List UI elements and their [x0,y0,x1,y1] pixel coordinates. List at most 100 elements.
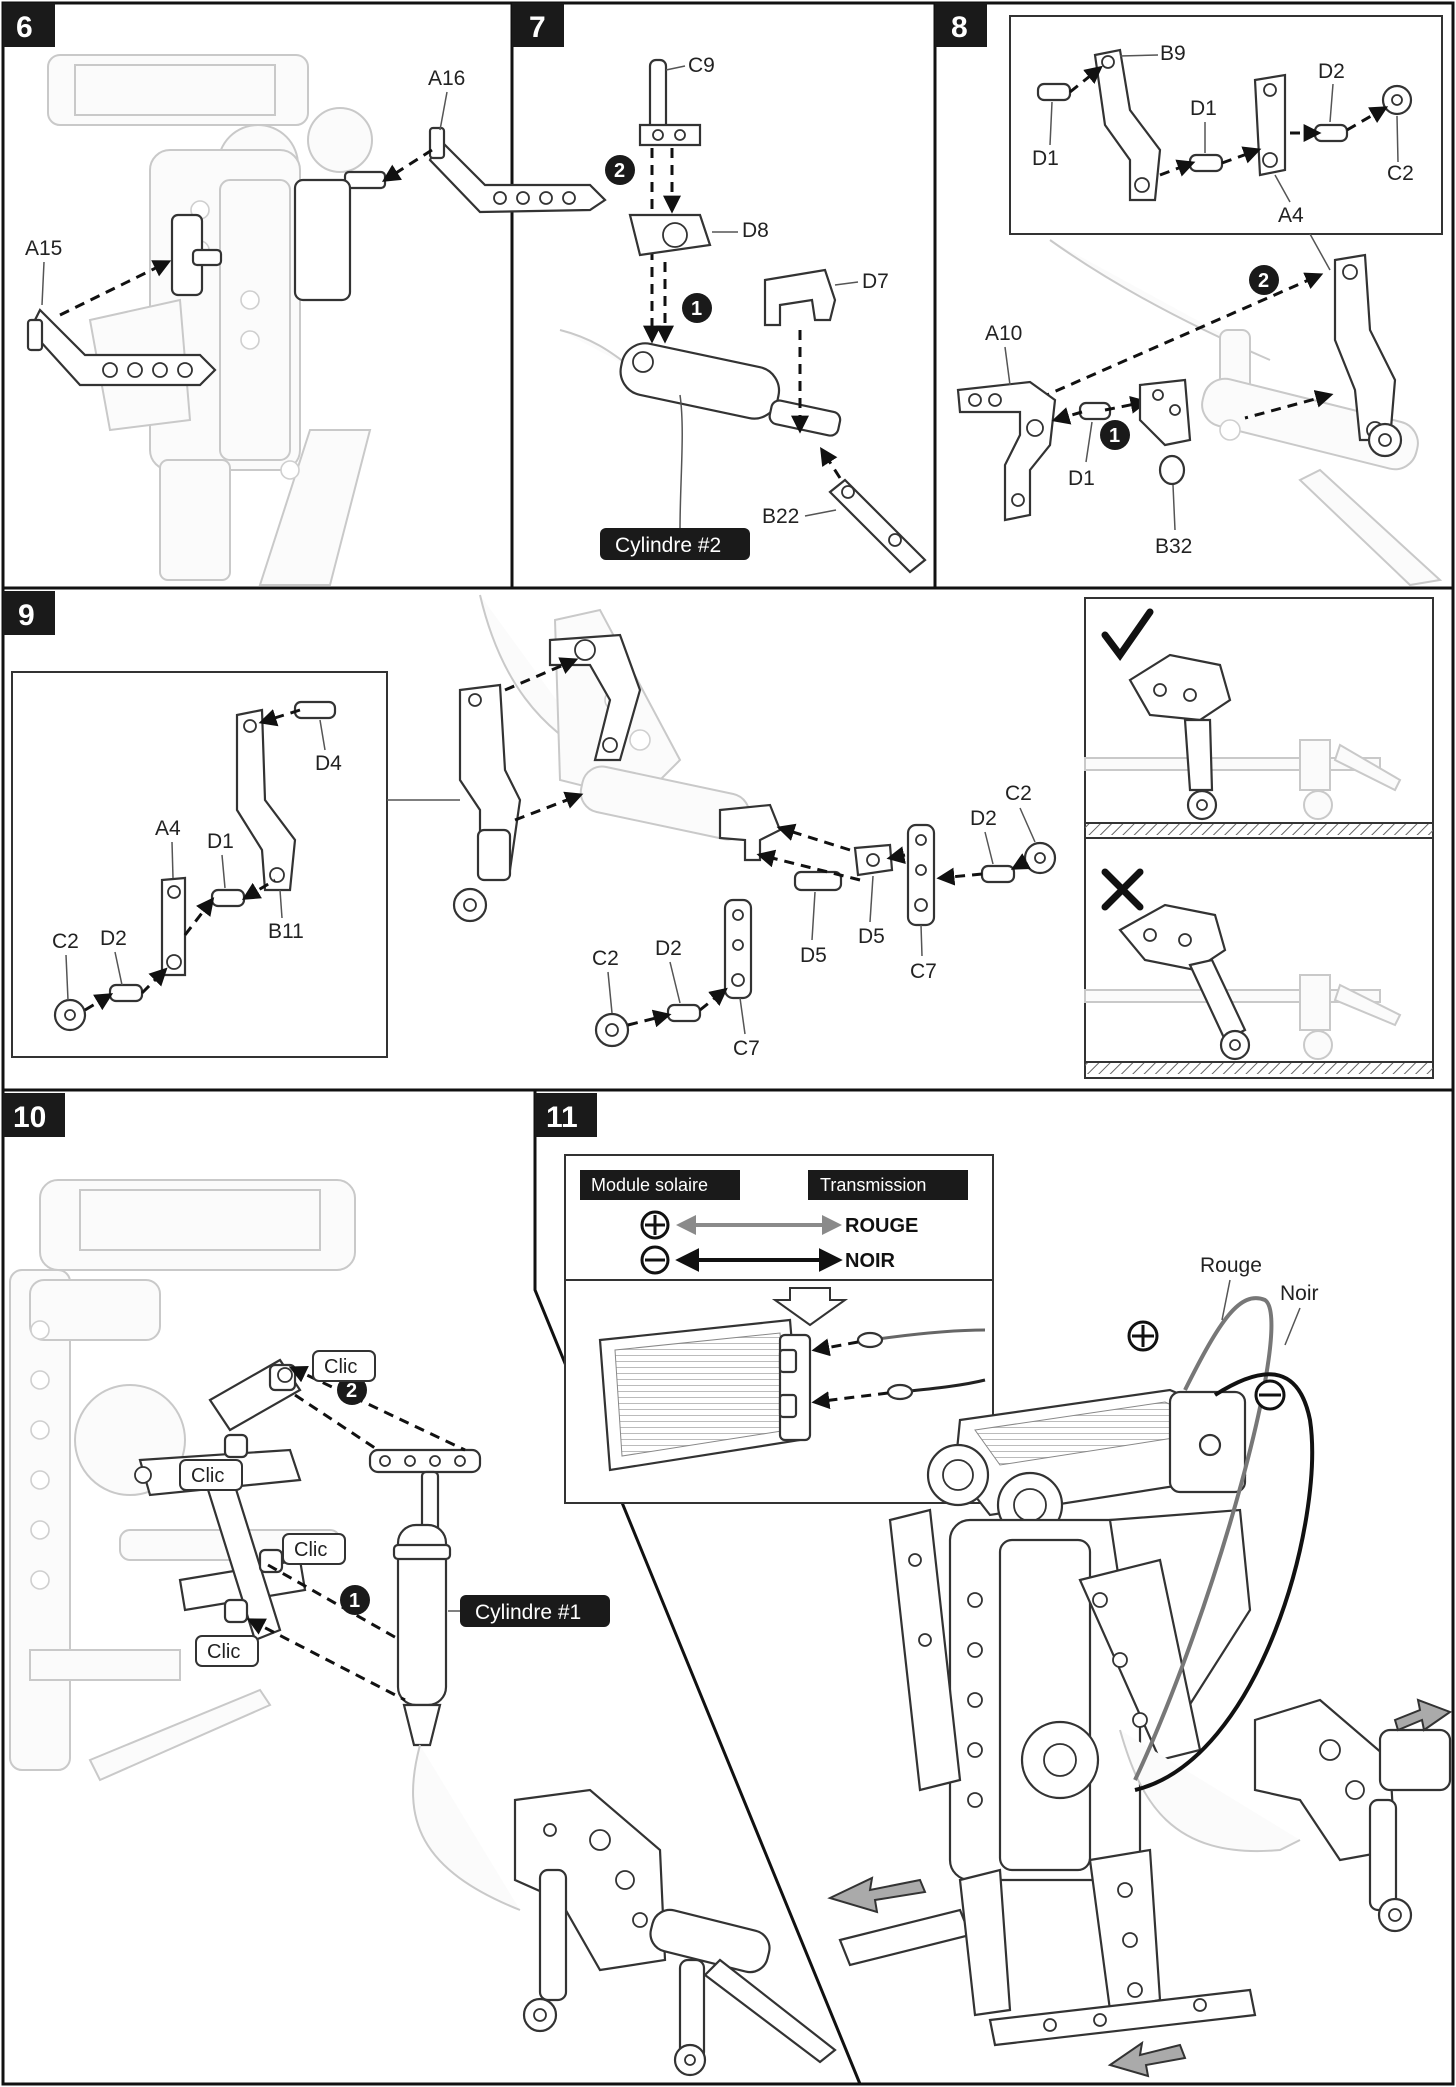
label-c2-inset: C2 [52,930,79,953]
wire-black-label: Noir [1280,1282,1319,1305]
step-number-badge [3,1093,65,1137]
cylinder-1-label: Cylindre #1 [475,1601,581,1624]
assembled-robot [838,1388,1301,2047]
badge-2 [337,1375,367,1405]
clic-text-1: Clic [324,1356,357,1378]
clic-callout-3 [282,1533,346,1565]
cylinder-1 [368,1448,521,1911]
cylinder-2-pill [600,528,750,560]
clic-text-2: Clic [191,1465,224,1487]
ghost-robot-body [47,54,373,586]
clic-callout-2 [179,1459,243,1491]
label-d5-right: D5 [858,925,885,948]
clic-text-4: Clic [207,1641,240,1663]
wire-red [1133,1296,1274,1781]
badge-1 [682,293,712,323]
label-c2-bottom: C2 [592,947,619,970]
label-c2-right: C2 [1005,782,1032,805]
axle-stubs [170,170,387,302]
left-arrow-icon-right [1393,1698,1453,1732]
step-11: 11 Module solaire Transmission ROUGE NOI… [535,1093,1453,2078]
label-d1-lower: D1 [1068,467,1095,490]
label-d8: D8 [742,219,769,242]
wire-black [1134,1372,1315,1792]
label-d2-inset: D2 [100,927,127,950]
check-icon [1101,608,1154,661]
lower-leg-assembly [513,1788,837,2077]
badge-2-text: 2 [1258,270,1269,292]
minus-terminal-icon [1254,1379,1286,1411]
clic-text-3: Clic [294,1539,327,1561]
label-c9: C9 [688,54,715,77]
assembled-leg-right [1333,253,1403,458]
inset-parts [53,700,337,1032]
legend-header-transmission [808,1170,968,1200]
label-c7-right: C7 [910,960,937,983]
badge-1 [340,1585,370,1615]
badge-1 [1100,420,1130,450]
step-9: 9 D4 A4 D1 B11 C2 D2 [3,591,1434,1079]
badge-1-text: 1 [1109,425,1120,447]
label-d2-right: D2 [970,807,997,830]
plus-icon [640,1210,670,1240]
down-arrow-icon [771,1287,849,1327]
part-b32 [1138,378,1192,486]
label-b9: B9 [1160,42,1186,65]
step-8-detail-inset [1009,15,1443,235]
step-number: 10 [13,1101,46,1134]
label-b22: B22 [762,505,799,528]
part-d2-right [980,864,1016,884]
step-number-badge [3,3,55,47]
part-c7-right [906,823,936,927]
correct-example [1084,597,1434,839]
part-c9 [638,58,702,147]
wrong-example [1084,837,1434,1079]
ghost-leg-frame [1049,239,1443,587]
label-c2-inset: C2 [1387,162,1414,185]
wire-red-label: Rouge [1200,1254,1262,1277]
assembled-leg-left [452,683,522,923]
label-a15: A15 [25,237,62,260]
assembled-leg-right [1253,1698,1452,1933]
step-number-badge [935,3,987,47]
crank-a15 [26,308,217,387]
label-a16: A16 [428,67,465,90]
part-d2-bottom [666,1003,702,1023]
step-number: 7 [529,11,546,44]
left-arrow-icon [827,1876,927,1914]
label-d5-left: D5 [800,944,827,967]
badge-2-text: 2 [614,160,625,182]
step-8: 8 B9 D1 D1 D2 C2 A4 [935,3,1443,587]
label-b32: B32 [1155,535,1192,558]
part-d5-mid [793,870,843,892]
step-number-badge [3,591,55,635]
down-left-arrow-icon [1107,2040,1187,2078]
label-d1-inset-mid: D1 [1190,97,1217,120]
label-a4-inset: A4 [1278,204,1304,227]
badge-2-text: 2 [346,1380,357,1402]
step-number: 9 [18,599,35,632]
label-d4: D4 [315,752,342,775]
step-9-detail-inset [11,671,388,1058]
step-number-badge [512,3,564,47]
plus-terminal-icon [1127,1320,1159,1352]
label-a4: A4 [155,817,181,840]
inset-parts [1036,48,1413,202]
part-d5-left [718,803,782,862]
clic-callout-1 [312,1350,376,1382]
label-d1: D1 [207,830,234,853]
part-c7-bottom [723,898,753,1000]
part-d7 [763,268,837,327]
part-d8 [628,213,712,257]
legend-minus-value: NOIR [845,1250,896,1272]
legend-plus-value: ROUGE [845,1215,918,1237]
label-a10: A10 [985,322,1022,345]
step-6: 6 A1 [3,3,635,586]
step-number: 11 [546,1101,578,1134]
clic-callout-4 [195,1635,259,1667]
step-10: 10 [3,1093,837,2077]
label-d1-inset-left: D1 [1032,147,1059,170]
step-number: 8 [951,11,968,44]
badge-1-text: 1 [349,1590,360,1612]
